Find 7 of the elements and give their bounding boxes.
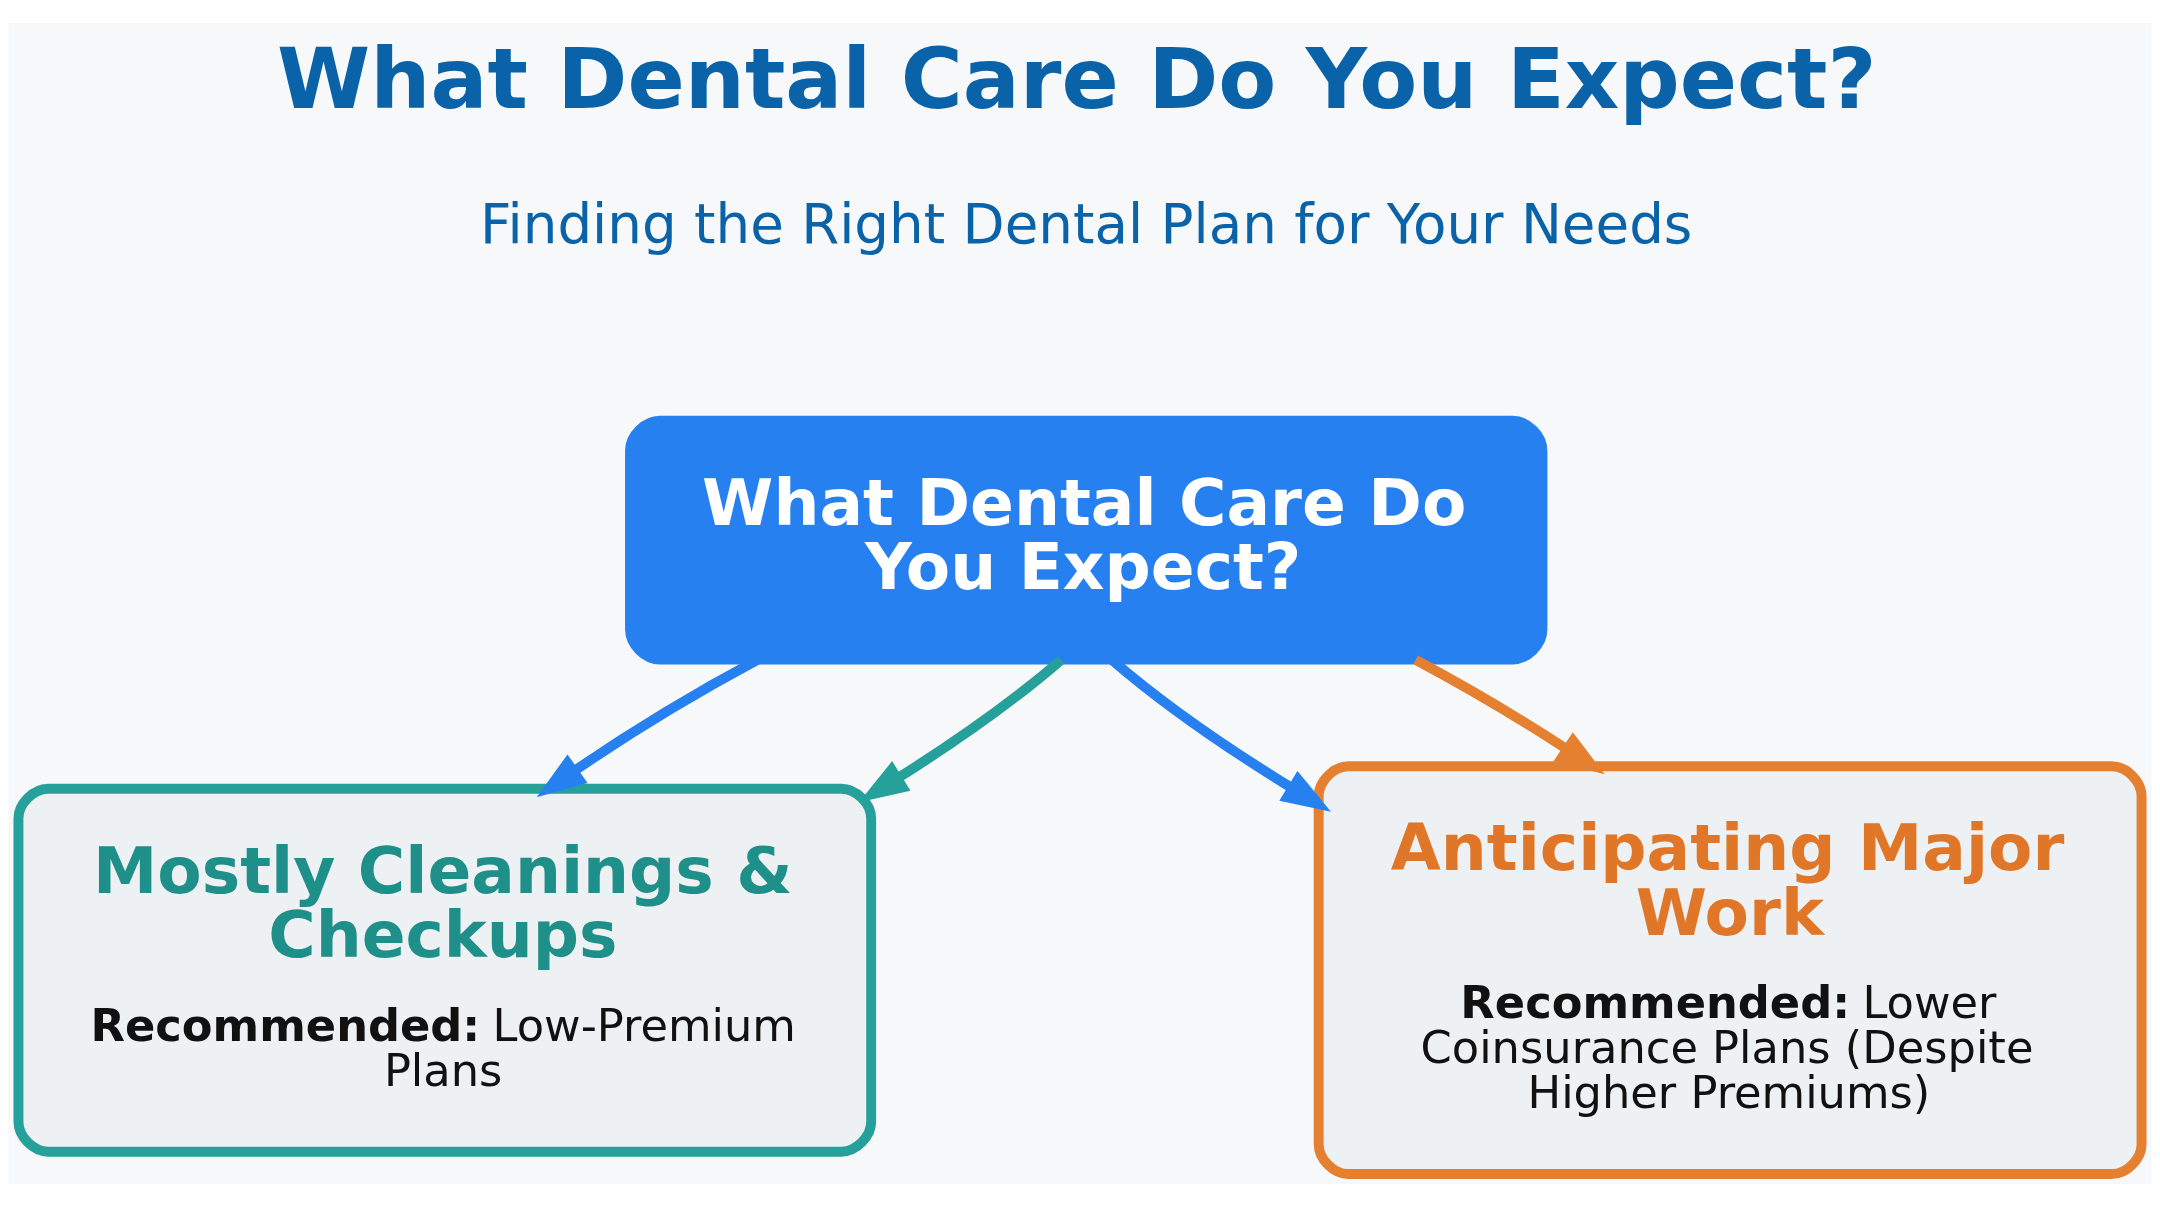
arrow bbox=[858, 655, 1065, 802]
arrow bbox=[1413, 655, 1605, 774]
node-box: Mostly Cleanings & Checkups Recommended: Low-Premium Plans bbox=[13, 783, 877, 1157]
diagram-title: What Dental Care Do You Expect? bbox=[277, 29, 1877, 128]
label: Finding the Right Dental Plan for Your Needs bbox=[480, 191, 1693, 256]
node-box: What Dental Care Do You Expect? bbox=[625, 415, 1548, 664]
node-box: Anticipating Major Work Recommended: Lower Coinsurance Plans (Despite Higher Premiums) bbox=[1313, 760, 2147, 1179]
